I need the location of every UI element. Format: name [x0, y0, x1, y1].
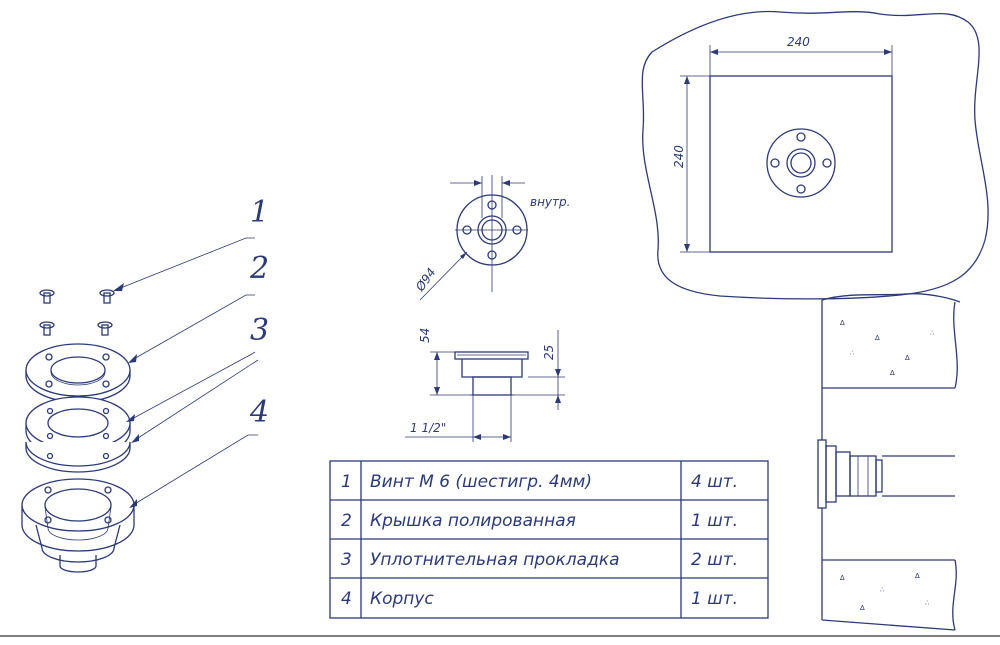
screw-icon: [97, 321, 113, 336]
callout-2: 2: [249, 251, 269, 286]
plate-width-label: 240: [787, 35, 810, 49]
inner-diameter-label: внутр.: [530, 195, 570, 209]
table-row-4-num: 4: [341, 589, 352, 609]
cover-part: [25, 343, 131, 403]
side-view: 54 25 1 1/2": [405, 328, 565, 442]
callout-3: 3: [250, 313, 269, 348]
svg-text:∆: ∆: [839, 319, 845, 327]
svg-text:∆: ∆: [859, 604, 865, 612]
screw-icon: [99, 289, 115, 304]
svg-text:∆: ∆: [839, 574, 845, 582]
svg-text:∴: ∴: [925, 599, 930, 607]
screw-icon: [39, 289, 55, 304]
callout-1: 1: [250, 195, 269, 230]
svg-text:∴: ∴: [930, 329, 935, 337]
svg-text:∴: ∴: [850, 349, 855, 357]
table-row-1-name: Винт М 6 (шестигр. 4мм): [370, 472, 592, 492]
screw-icon: [39, 321, 55, 336]
table-row-3-qty: 2 шт.: [691, 550, 738, 570]
plate-view: 240 240: [641, 10, 989, 300]
leader-lines: [113, 237, 259, 508]
svg-text:∴: ∴: [880, 586, 885, 594]
table-row-4-name: Корпус: [370, 589, 434, 609]
table-row-1-num: 1: [341, 472, 352, 492]
wall-section: ∆ ∆ ∴ ∆ ∴ ∆ ∆ ∴ ∆ ∆ ∴: [817, 293, 961, 631]
top-view: внутр. Ø94: [412, 175, 570, 301]
plate-height-label: 240: [672, 145, 686, 168]
parts-table: 1 Винт М 6 (шестигр. 4мм) 4 шт. 2 Крышка…: [329, 460, 769, 619]
body-part: [21, 478, 135, 573]
gasket-part: [25, 441, 131, 473]
svg-text:∆: ∆: [889, 369, 895, 377]
table-row-2-qty: 1 шт.: [691, 511, 738, 531]
callout-4: 4: [249, 395, 269, 430]
table-row-2-name: Крышка полированная: [370, 511, 576, 531]
height-total-label: 54: [418, 328, 432, 343]
svg-text:∆: ∆: [874, 334, 880, 342]
table-row-1-qty: 4 шт.: [691, 472, 738, 492]
thread-label: 1 1/2": [410, 421, 446, 435]
height-flange-label: 25: [542, 345, 556, 360]
table-row-4-qty: 1 шт.: [691, 589, 738, 609]
exploded-view: 1 2 3 4: [21, 195, 269, 573]
table-row-3-num: 3: [341, 550, 352, 570]
table-row-3-name: Уплотнительная прокладка: [370, 550, 620, 570]
svg-text:∆: ∆: [904, 354, 910, 362]
table-row-2-num: 2: [341, 511, 352, 531]
diameter-label: Ø94: [412, 265, 438, 294]
svg-text:∆: ∆: [914, 572, 920, 580]
